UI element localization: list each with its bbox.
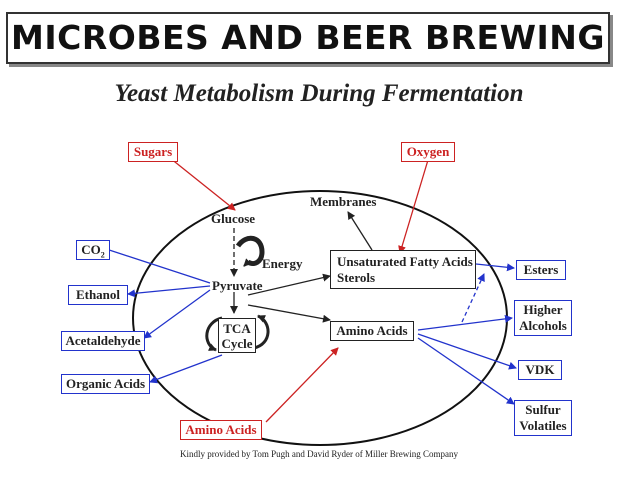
vdk-box: VDK [518,360,562,380]
arrow-to-ethanol [127,285,211,298]
higher-alcohols-box: Higher Alcohols [514,300,572,336]
amino-acids-input-box: Amino Acids [180,420,262,440]
energy-curl-icon [235,235,265,267]
arrow-sugars-glucose [169,157,236,211]
arrow-to-vdk [417,333,517,370]
arrow-oxygen-ufa [398,159,429,254]
arrow-to-organic-acids [149,354,223,384]
energy-label: Energy [262,256,303,271]
organic-acids-box: Organic Acids [61,374,150,394]
arrow-to-higher-alcohols [417,314,513,331]
subtitle: Yeast Metabolism During Fermentation [114,80,524,107]
fatty-acids-box: Unsaturated Fatty Acids Sterols [330,250,476,289]
acetaldehyde-box: Acetaldehyde [61,331,145,351]
higher-label: Higher [523,302,563,317]
sulfur-volatiles-box: Sulfur Volatiles [514,400,572,436]
membranes-label: Membranes [310,194,377,209]
co2-label: CO [81,242,101,257]
organic-acids-label: Organic Acids [65,376,146,391]
pyruvate-label: Pyruvate [212,278,263,293]
arrow-to-acetaldehyde [143,289,211,339]
credit-text: Kindly provided by Tom Pugh and David Ry… [179,449,459,459]
amino-acids-input-label: Amino Acids [185,422,257,437]
tca-curl-left [205,316,223,352]
tca-curl-right [253,314,270,350]
esters-box: Esters [516,260,566,280]
tca-label-2: Cycle [221,336,253,351]
ethanol-label: Ethanol [75,287,121,302]
title-banner: MICROBES AND BEER BREWING [6,12,610,64]
amino-acids-label: Amino Acids [336,323,408,338]
vdk-label: VDK [525,362,555,377]
arrow-pyruvate-ufa [247,273,331,296]
tca-cycle-box: TCA Cycle [218,318,256,353]
tca-label-1: TCA [223,321,251,336]
volatiles-label: Volatiles [519,418,567,433]
acetaldehyde-label: Acetaldehyde [65,333,141,348]
arrow-pyruvate-amino [247,304,331,323]
glucose-label: Glucose [211,211,256,226]
sugars-box: Sugars [128,142,178,162]
ethanol-box: Ethanol [68,285,128,305]
sulfur-label: Sulfur [525,402,561,417]
arrow-to-sulfur [417,337,515,405]
esters-label: Esters [523,262,559,277]
alcohols-label: Alcohols [519,318,567,333]
arrow-amino-in [265,347,339,423]
sugars-label: Sugars [133,144,173,159]
arrow-dashed-esters [461,273,485,323]
page-title: MICROBES AND BEER BREWING [11,18,605,57]
arrow-to-esters [475,263,515,272]
co2-box: CO2 [76,240,110,260]
amino-acids-box: Amino Acids [330,321,414,341]
arrow-ufa-membranes [347,211,373,251]
ufa-label: Unsaturated Fatty Acids [337,254,473,269]
co2-subscript: 2 [100,250,105,260]
oxygen-box: Oxygen [401,142,455,162]
sterols-label: Sterols [337,270,376,285]
oxygen-label: Oxygen [406,144,450,159]
arrow-to-co2 [99,245,211,284]
